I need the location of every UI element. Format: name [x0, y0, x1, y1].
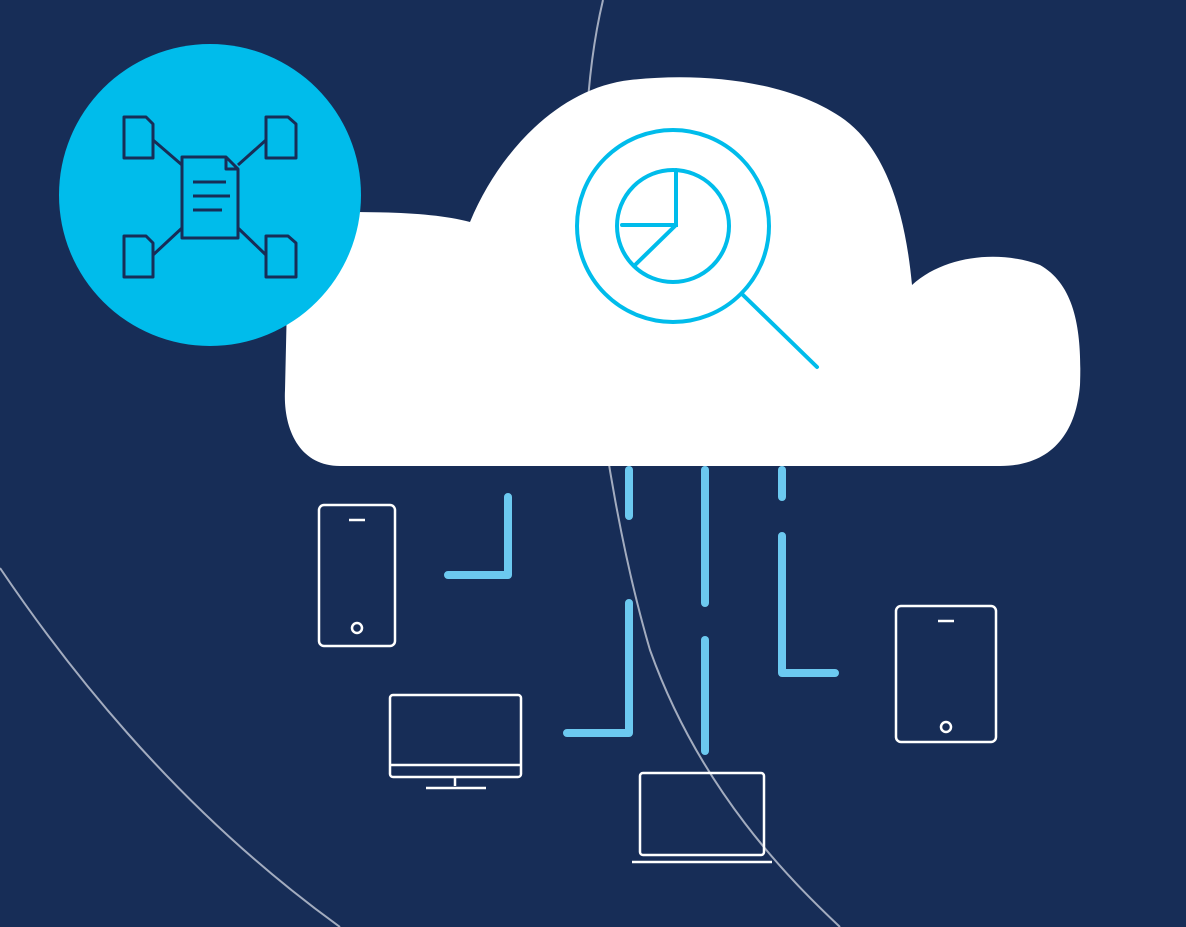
- desktop-monitor-icon: [388, 693, 523, 790]
- doc-bottom-left: [122, 234, 155, 279]
- tablet-icon: [894, 604, 998, 744]
- orbit-arc-left: [0, 567, 341, 927]
- connector-phone: [444, 493, 512, 579]
- laptop-screen: [638, 771, 766, 857]
- phone-home-button: [350, 621, 364, 635]
- document-network-icon: [122, 115, 298, 279]
- doc-top-left: [122, 115, 155, 160]
- network-connectors: [151, 138, 268, 257]
- magnifier-handle: [740, 292, 819, 369]
- connector-tablet: [778, 532, 839, 677]
- doc-top-right: [264, 115, 298, 160]
- tablet-body: [894, 604, 998, 744]
- center-document: [180, 155, 240, 240]
- document-lines: [193, 180, 230, 212]
- document-network-badge: [59, 44, 361, 346]
- pie-slice-lines: [620, 168, 678, 268]
- doc-bottom-right: [264, 234, 298, 279]
- phone-body: [317, 503, 397, 648]
- smartphone-icon: [317, 503, 397, 648]
- pie-chart-circle: [615, 168, 731, 284]
- laptop-icon: [632, 771, 772, 864]
- magnifier-lens: [575, 128, 771, 324]
- tablet-home-button: [939, 720, 953, 734]
- analytics-search-icon: [575, 128, 819, 369]
- connector-monitor: [563, 599, 633, 737]
- cloud-shape: [284, 77, 1081, 466]
- connector-lines: [444, 466, 839, 755]
